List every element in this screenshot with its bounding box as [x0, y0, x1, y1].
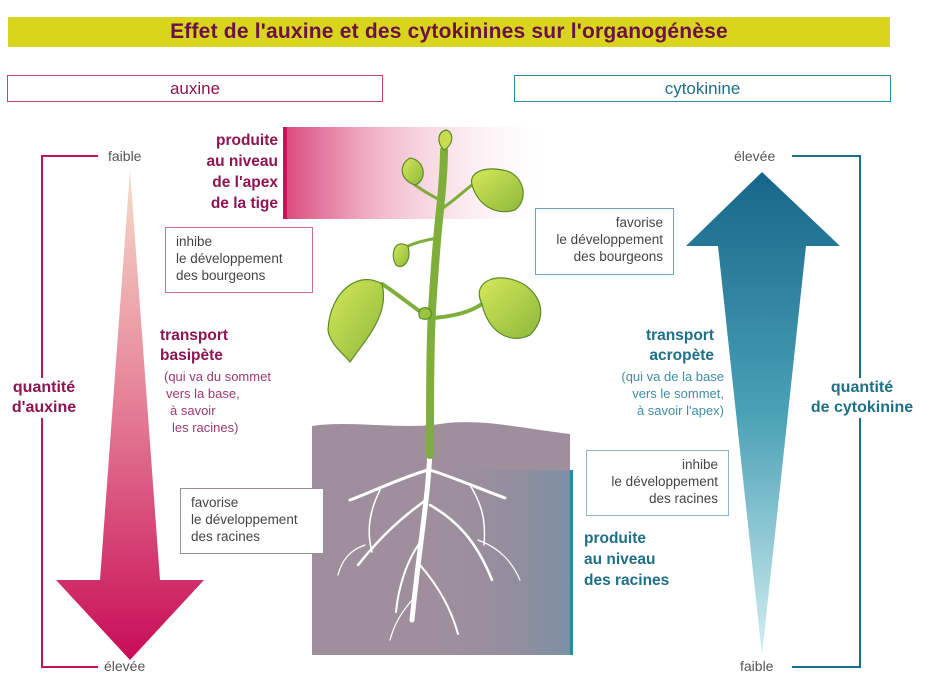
cytokinin-inhibits-note: inhibe le développement des racines — [586, 450, 729, 516]
auxin-quantity-label: quantité d'auxine — [5, 378, 83, 418]
cytokinin-arrow — [686, 172, 840, 655]
cytokinin-transport-title: transport acropète — [645, 327, 714, 364]
diagram-title: Effet de l'auxine et des cytokinines sur… — [170, 20, 728, 43]
cytokinin-quantity-label: quantité de cytokinine — [803, 378, 921, 418]
cytokinin-top-level: élevée — [734, 148, 776, 164]
cytokinin-header-label: cytokinine — [664, 78, 741, 98]
cytokinin-favors-note: favorise le développement des bourgeons — [535, 208, 674, 275]
auxin-transport-detail: (qui va du sommet vers la base, à savoir… — [164, 369, 271, 435]
root-production-zone — [430, 470, 572, 655]
title-bar: Effet de l'auxine et des cytokinines sur… — [8, 17, 890, 47]
root-zone-edge — [570, 470, 573, 655]
auxin-header-label: auxine — [169, 78, 221, 98]
cytokinin-bottom-level: faible — [740, 658, 774, 674]
auxin-favors-note: favorise le développement des racines — [180, 488, 324, 554]
cytokinin-production-label: produite au niveau des racines — [584, 530, 670, 589]
auxin-top-level: faible — [108, 148, 142, 164]
roots — [337, 447, 521, 641]
auxin-bottom-level: élevée — [104, 658, 146, 674]
auxin-production-label: produite au niveau de l'apex de la tige — [206, 132, 279, 212]
auxin-inhibits-note: inhibe le développement des bourgeons — [165, 227, 313, 293]
auxin-arrow — [56, 170, 204, 660]
auxin-transport-title: transport basipète — [160, 327, 229, 364]
cytokinin-transport-detail: (qui va de la base vers le sommet, à sav… — [621, 369, 724, 418]
apex-edge — [283, 127, 287, 219]
auxin-header: auxine — [7, 75, 383, 102]
cytokinin-header: cytokinine — [514, 75, 891, 102]
plant-leaves — [327, 129, 542, 364]
